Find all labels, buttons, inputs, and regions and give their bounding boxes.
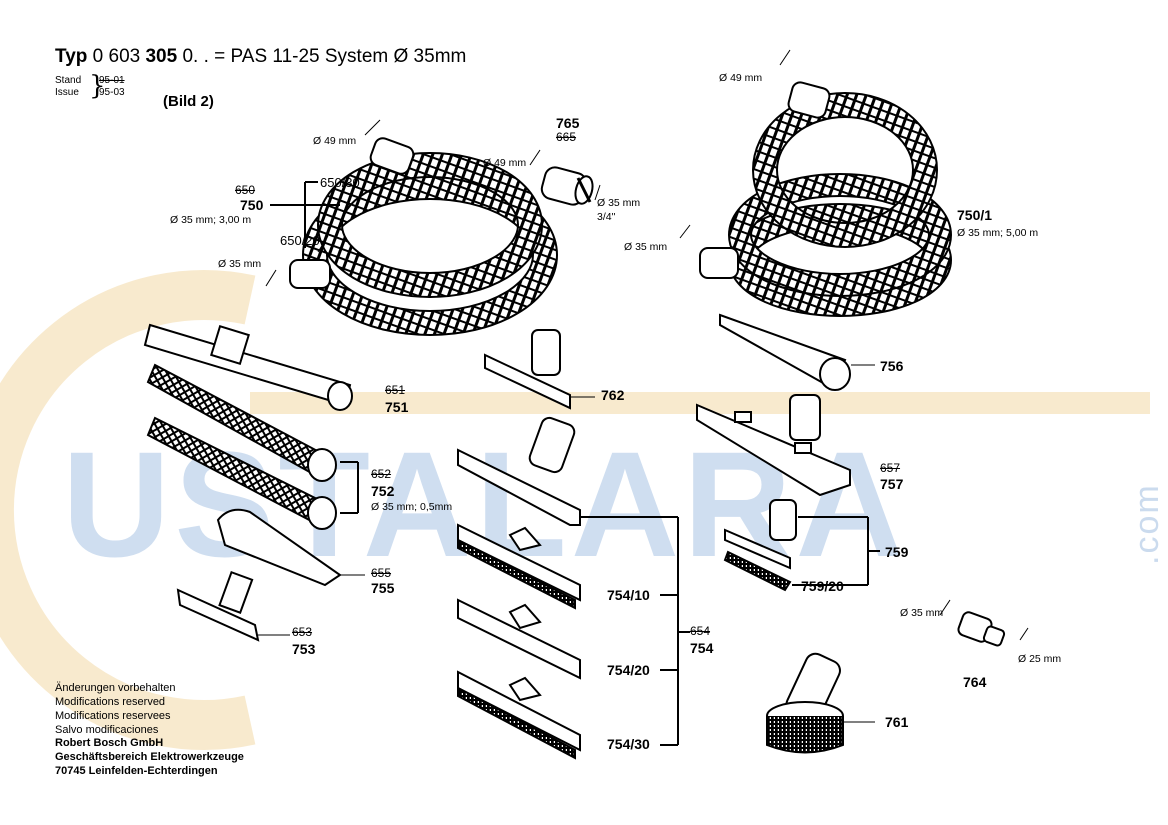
p7501-d49: Ø 49 mm (719, 72, 763, 84)
figure-label: (Bild 2) (163, 93, 214, 110)
title-prefix: Typ (55, 46, 88, 67)
watermark-ring (0, 270, 1150, 750)
p750-spec: Ø 35 mm; 3,00 m (170, 214, 252, 226)
p765-old: 665 (556, 130, 577, 144)
p752-spec: Ø 35 mm; 0,5mm (371, 501, 453, 513)
p764: 764 (963, 674, 987, 690)
tubes-752-drawing (146, 363, 359, 530)
p7501-spec: Ø 35 mm; 5,00 m (957, 227, 1039, 239)
tube-751-drawing (143, 323, 353, 411)
brush-754-10-drawing (457, 523, 581, 610)
adapter-765-drawing (540, 166, 594, 206)
p650-20: 650/20 (280, 233, 320, 248)
p765-d35: Ø 35 mm (597, 197, 641, 209)
nozzle-755-drawing (216, 508, 365, 587)
brace: } (89, 71, 106, 101)
brush-761-drawing (766, 652, 875, 754)
p754-30: 754/30 (607, 736, 650, 752)
title-part2: 305 (145, 46, 178, 67)
p750-d35: Ø 35 mm (218, 258, 262, 270)
footer-company: Robert Bosch GmbH (55, 737, 164, 749)
nozzle-753-drawing (176, 570, 290, 642)
p757-old: 657 (880, 461, 901, 475)
footer-line-1: Änderungen vorbehalten (55, 682, 176, 694)
p750-old: 650 (235, 183, 256, 197)
stand-label: Stand (55, 75, 82, 86)
footer-line-2: Modifications reserved (55, 696, 166, 708)
bracket-754 (660, 517, 690, 746)
brush-754-20-drawing (457, 598, 581, 680)
p765-d49: Ø 49 mm (483, 157, 527, 169)
issue-label: Issue (55, 87, 79, 98)
p7501: 750/1 (957, 207, 993, 223)
p762: 762 (601, 387, 625, 403)
p750-d49: Ø 49 mm (313, 135, 357, 147)
nozzle-762-drawing (484, 329, 595, 410)
p754-20: 754/20 (607, 662, 650, 678)
page-title: Typ 0 603 305 0. . = PAS 11-25 System Ø … (55, 47, 466, 66)
dimension-marks (265, 49, 1029, 641)
title-part3: 0. . = PAS 11-25 System Ø 35mm (177, 46, 467, 67)
nozzle-754-drawing (457, 416, 678, 526)
footer-address: 70745 Leinfelden-Echterdingen (55, 765, 218, 777)
p759: 759 (885, 544, 909, 560)
nozzle-759-drawing (723, 499, 880, 592)
p754-old: 654 (690, 624, 711, 638)
p755: 755 (371, 580, 395, 596)
p751: 751 (385, 399, 409, 415)
p754: 754 (690, 640, 714, 656)
p764-d25: Ø 25 mm (1018, 653, 1062, 665)
p754-10: 754/10 (607, 587, 650, 603)
p761: 761 (885, 714, 909, 730)
p750: 750 (240, 197, 264, 213)
tube-756-drawing (719, 313, 875, 391)
reducer-764-drawing (957, 611, 1006, 647)
p7501-d35: Ø 35 mm (624, 241, 668, 253)
p650-30: 650/30 (320, 175, 360, 190)
p764-d35: Ø 35 mm (900, 607, 944, 619)
stand-value: 95-01 (99, 75, 125, 86)
title-part1: 0 603 (87, 46, 146, 67)
footer-line-3: Modifications reservees (55, 710, 171, 722)
p751-old: 651 (385, 383, 406, 397)
p753: 753 (292, 641, 316, 657)
p759-20: 759/20 (801, 578, 844, 594)
p757: 757 (880, 476, 904, 492)
p756: 756 (880, 358, 904, 374)
p753-old: 653 (292, 625, 313, 639)
p755-old: 655 (371, 566, 392, 580)
issue-value: 95-03 (99, 87, 125, 98)
hose-7501-drawing (699, 81, 952, 317)
hose-750-drawing (289, 137, 558, 336)
nozzle-757-drawing (696, 394, 851, 497)
brush-754-30-drawing (457, 670, 581, 760)
bracket-750 (270, 181, 340, 248)
footer-division: Geschäftsbereich Elektrowerkzeuge (55, 751, 244, 763)
p752-old: 652 (371, 467, 392, 481)
p752: 752 (371, 483, 395, 499)
p765: 765 (556, 115, 580, 131)
footer-line-4: Salvo modificaciones (55, 724, 159, 736)
p765-thread: 3/4" (597, 211, 616, 223)
